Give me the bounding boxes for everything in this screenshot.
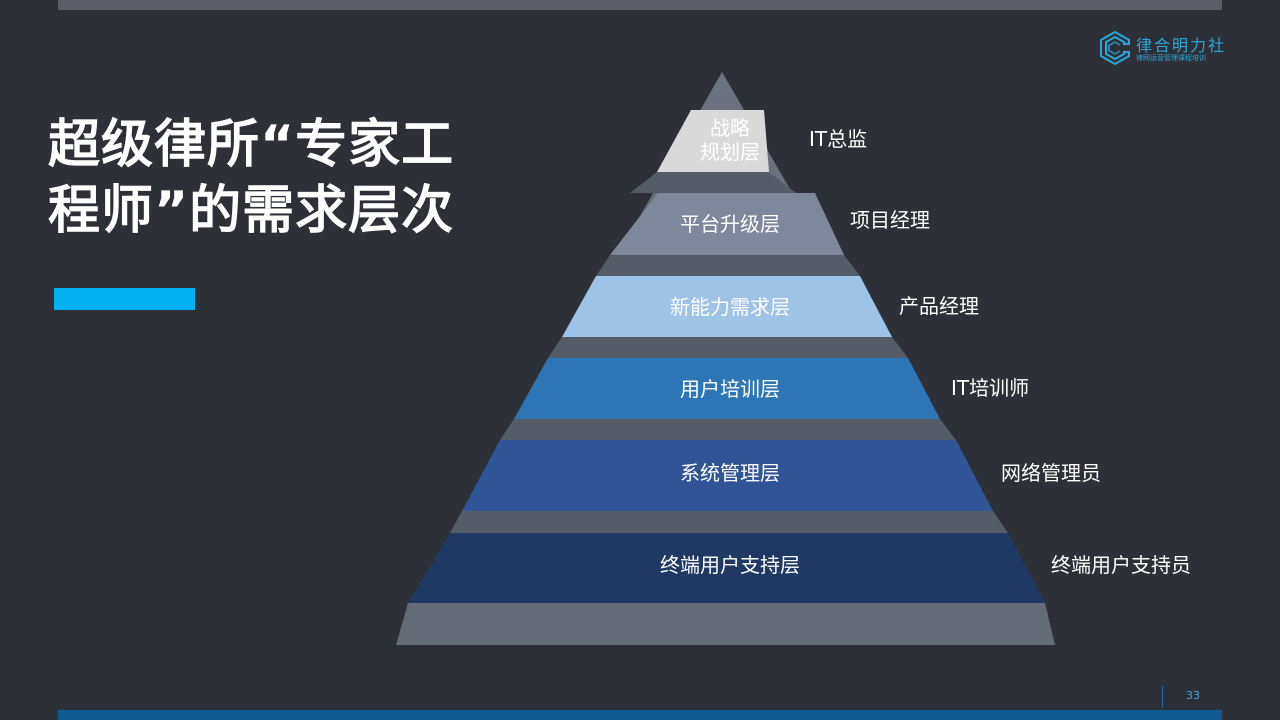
- layer-label-strategy-line2: 规划层: [700, 140, 760, 164]
- logo-c-icon: [1100, 30, 1130, 66]
- role-label-network-admin: 网络管理员: [1001, 461, 1101, 485]
- pyramid-step-shade: [500, 419, 956, 440]
- logo-tagline: 律网运营管理课程培训: [1136, 54, 1206, 62]
- layer-label-training: 用户培训层: [680, 377, 780, 401]
- layer-label-support: 终端用户支持层: [660, 553, 800, 577]
- role-label-it-director: IT总监: [809, 127, 868, 151]
- role-label-it-trainer: IT培训师: [951, 376, 1030, 400]
- page-number-divider: [1162, 686, 1163, 708]
- pyramid-layer-3: [562, 276, 892, 337]
- pyramid-step-shade: [396, 603, 1055, 645]
- title-accent-bar: [54, 288, 195, 310]
- pyramid-layer-1: [657, 110, 769, 172]
- title-line-2: 程师”的需求层次: [48, 181, 455, 241]
- layer-label-strategy-line1: 战略: [710, 116, 750, 140]
- role-label-product-manager: 产品经理: [899, 294, 979, 318]
- layer-label-system: 系统管理层: [680, 461, 780, 485]
- pyramid-layer-5: [462, 440, 993, 511]
- pyramid-layer-4: [514, 358, 940, 419]
- title-line-1: 超级律所“专家工: [48, 115, 455, 175]
- page-number: 33: [1186, 689, 1200, 702]
- pyramid-step-shade: [596, 255, 860, 276]
- layer-label-capability: 新能力需求层: [670, 295, 790, 319]
- top-decorative-bar: [58, 0, 1222, 10]
- slide-title: 超级律所“专家工 程师”的需求层次: [48, 112, 518, 244]
- pyramid-step-shade: [548, 337, 908, 358]
- layer-label-platform: 平台升级层: [680, 212, 780, 236]
- logo-name: 律合明力社: [1136, 36, 1227, 55]
- brand-logo: 律合明力社 律网运营管理课程培训: [1098, 30, 1228, 70]
- bottom-decorative-bar: [58, 710, 1222, 720]
- pyramid-step-shade: [630, 172, 796, 193]
- pyramid-layer-6: [408, 533, 1045, 603]
- pyramid-layer-2: [610, 193, 844, 255]
- pyramid-step-shade: [450, 511, 1008, 533]
- role-label-project-manager: 项目经理: [850, 208, 930, 232]
- layer-label-strategy: 战略 规划层: [670, 116, 790, 164]
- role-label-end-user-support: 终端用户支持员: [1051, 553, 1191, 577]
